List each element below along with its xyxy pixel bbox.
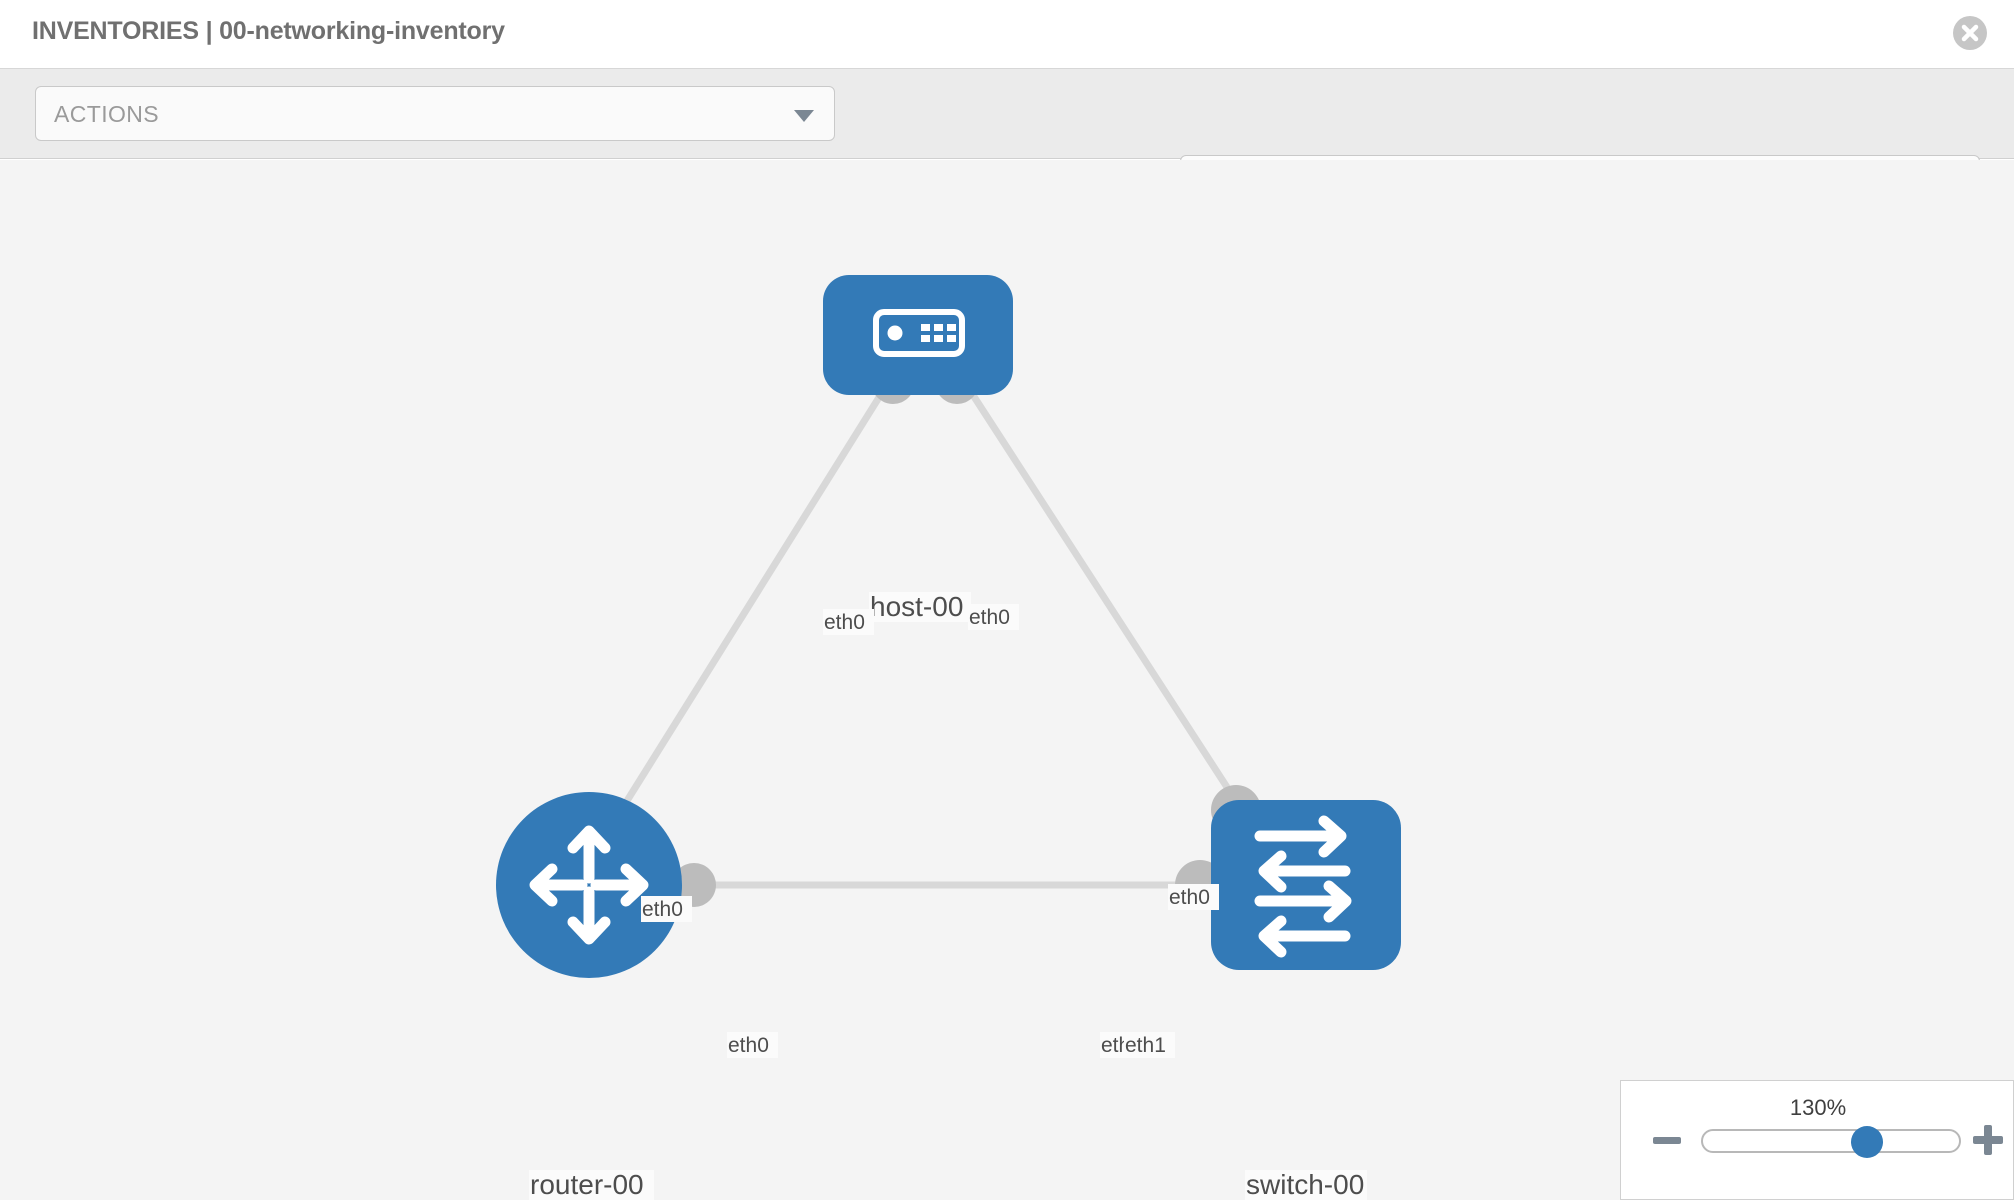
router-00-shape [496,792,682,978]
node-label-switch-00: switch-00 [1246,1169,1364,1200]
host-00-shape [823,275,1013,395]
actions-dropdown-label: ACTIONS [54,101,160,127]
page-header: INVENTORIES | 00-networking-inventory [0,0,2014,69]
zoom-level-value: 130% [1789,1095,1847,1120]
topology-edge-labels: eth0 eth0 eth0 eth0 eth0 eth eth1 [641,604,1219,1058]
node-switch-00[interactable]: switch-00 [1211,800,1401,1200]
edge-label-switch00-eth-overlap: eth [1101,1034,1130,1057]
zoom-slider-thumb[interactable] [1851,1126,1883,1158]
topology-connectors [672,360,1261,910]
zoom-slider[interactable] [1701,1126,1961,1158]
edge-label-router00-eth0-horiz: eth0 [728,1034,769,1057]
actions-dropdown[interactable]: ACTIONS [35,86,835,141]
edge-label-bg-router-horiz [727,1032,778,1058]
topology-links [612,373,1248,889]
edge-label-bg-switch-diag [1168,884,1219,910]
link-host00-switch00[interactable] [957,373,1248,817]
node-host-00[interactable]: host-00 [823,275,1013,622]
edge-label-bg-router-diag [641,896,692,922]
edge-label-switch00-eth0-diag: eth0 [1169,886,1210,909]
chevron-down-icon [794,110,814,122]
switch-00-shape [1211,800,1401,970]
minus-icon[interactable] [1653,1137,1681,1144]
node-label-router-00: router-00 [530,1169,644,1200]
router-00-label-bg [529,1170,654,1200]
topology-canvas[interactable]: host-00 router-00 [0,160,2014,1200]
switch-00-label-bg [1245,1170,1367,1200]
close-x-glyph [1961,24,1979,42]
link-host00-router00[interactable] [612,373,896,822]
edge-label-router00-eth0-diag: eth0 [642,898,683,921]
edge-label-bg-switch-horiz [1124,1032,1175,1058]
edge-label-host00-eth0-right: eth0 [969,606,1010,629]
topology-graph: host-00 router-00 [496,275,1401,1200]
edge-label-host00-eth0-left: eth0 [824,611,865,634]
toolbar: ACTIONS SEARCH [0,69,2014,210]
host-00-label-bg [869,592,971,622]
page-title: INVENTORIES | 00-networking-inventory [32,17,505,45]
edge-label-bg-host-switch [968,604,1019,630]
close-icon[interactable] [1953,16,1987,50]
switch-arrows-icon [1254,815,1352,958]
node-router-00[interactable]: router-00 [496,792,682,1200]
edge-label-switch00-eth1-horiz: eth1 [1125,1034,1166,1057]
zoom-control-panel: 130% [1620,1080,2014,1200]
plus-icon[interactable] [1973,1125,2003,1155]
router-arrows-icon [529,825,649,945]
server-icon [873,309,965,357]
edge-label-bg-host-router [823,609,874,635]
node-label-host-00: host-00 [870,591,963,622]
